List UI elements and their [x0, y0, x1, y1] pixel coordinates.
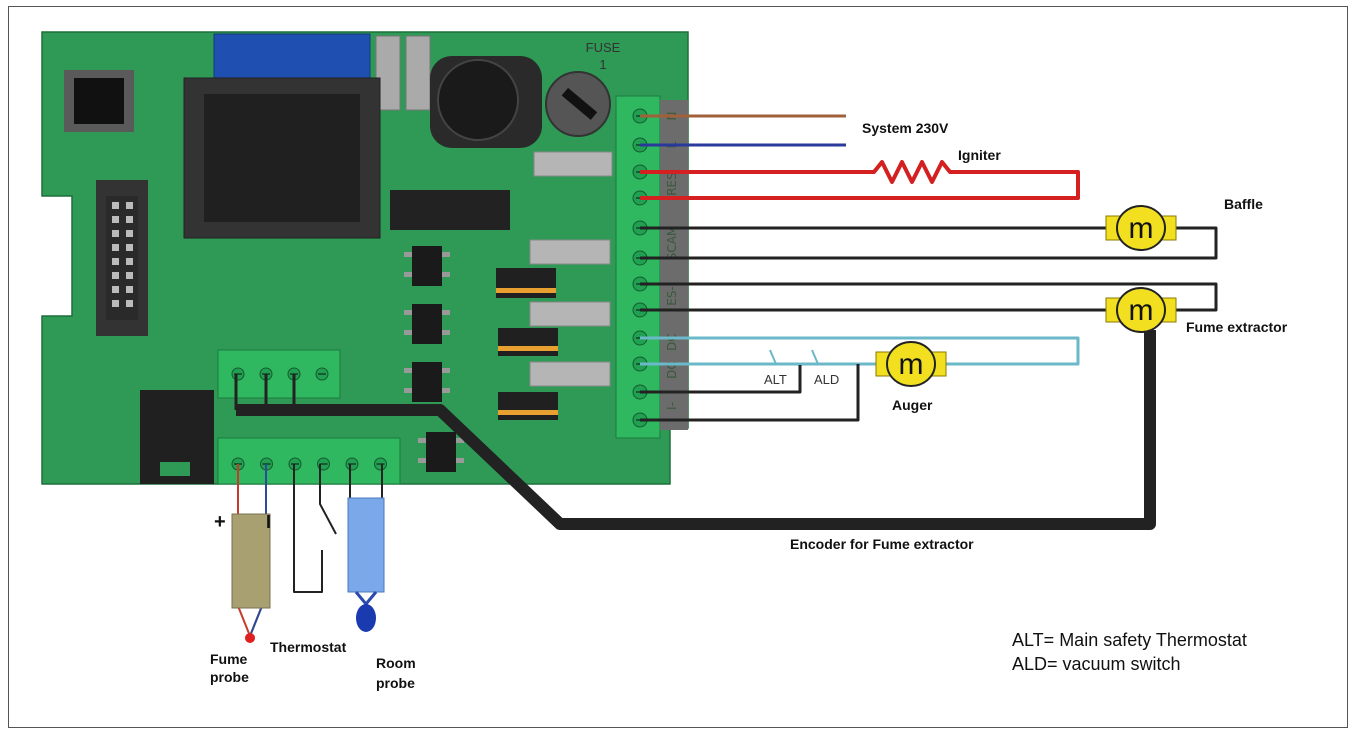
optocoupler-4 [418, 432, 464, 472]
optocoupler-3 [404, 362, 450, 402]
ribbon-header [96, 180, 148, 336]
header-pin [112, 202, 119, 209]
grey-component-3 [529, 301, 611, 327]
blue-relay [213, 33, 371, 79]
motor-fume-symbol: m [1129, 294, 1154, 327]
label-fume-probe-1: Fume [210, 651, 248, 667]
wire-fume-probe-tips [237, 605, 263, 637]
room-probe [347, 497, 385, 632]
header-pins [112, 202, 133, 307]
label-plus: + [214, 511, 226, 533]
header-pin [112, 230, 119, 237]
label-room-probe-1: Room [376, 655, 416, 671]
motor-auger-symbol: m [899, 348, 924, 381]
wire-alt-switch [640, 364, 802, 394]
header-pin [112, 272, 119, 279]
label-ald: ALD [814, 372, 839, 387]
ald-switch-contact [810, 349, 846, 365]
grey-component-2 [529, 239, 611, 265]
header-pin [126, 272, 133, 279]
label-auger: Auger [892, 397, 933, 413]
header-pin [126, 300, 133, 307]
motor-baffle: m [1105, 205, 1177, 251]
grey-component-4 [529, 361, 611, 387]
resistor-vertical-2 [405, 35, 431, 111]
header-pin [126, 286, 133, 293]
terminal-code: ES- [665, 286, 679, 306]
header-pin [126, 202, 133, 209]
terminal-code: SCAM [665, 226, 679, 261]
wire-tb4-drop [234, 374, 296, 410]
label-fume-probe-2: probe [210, 669, 249, 685]
wire-room-probe [349, 464, 383, 500]
header-pin [112, 216, 119, 223]
label-alt: ALT [764, 372, 787, 387]
alt-switch-contact [768, 349, 806, 365]
fume-probe [231, 513, 271, 643]
wire-auger-cyan [640, 336, 1080, 366]
header-pin [126, 230, 133, 237]
label-system-power: System 230V [862, 120, 949, 136]
label-fume-extractor: Fume extractor [1186, 319, 1288, 335]
grey-component-1 [533, 151, 613, 177]
header-pin [126, 258, 133, 265]
header-pin [126, 216, 133, 223]
terminal-code: DC [665, 361, 679, 379]
terminal-code: DC [665, 333, 679, 351]
wire-baffle-loop [640, 226, 1218, 260]
terminal-code: RES [665, 172, 679, 196]
motor-baffle-symbol: m [1129, 212, 1154, 245]
fuse-holder [545, 71, 611, 137]
legend-line-1: ALT= Main safety Thermostat [1012, 630, 1247, 650]
header-pin [112, 300, 119, 307]
fuse-label: FUSE [586, 40, 621, 55]
diagram-frame [8, 6, 1348, 728]
wire-fume-extractor [640, 282, 1218, 312]
control-board: FUSE 1 [41, 31, 689, 485]
optocoupler-1 [404, 246, 450, 286]
legend-line-2: ALD= vacuum switch [1012, 654, 1181, 674]
label-minus: I [266, 512, 271, 532]
label-igniter: Igniter [958, 147, 1001, 163]
header-pin [112, 258, 119, 265]
header-pin [112, 286, 119, 293]
fuse-number: 1 [599, 57, 606, 72]
wire-igniter [640, 160, 1080, 200]
wire-encoder [236, 330, 1156, 530]
header-pin [126, 244, 133, 251]
motor-auger: m [875, 341, 947, 387]
wire-ald-switch [640, 364, 860, 422]
motor-fume-extractor: m [1105, 287, 1177, 333]
optocoupler-2 [404, 304, 450, 344]
terminal-code: I- [665, 402, 679, 410]
label-encoder: Encoder for Fume extractor [790, 536, 974, 552]
label-baffle: Baffle [1224, 196, 1263, 212]
capacitor-2 [498, 328, 558, 356]
wire-thermostat [293, 464, 337, 593]
capacitor-3 [498, 392, 558, 420]
wiring [234, 114, 1218, 637]
terminal-block-4pin [217, 349, 341, 399]
label-room-probe-2: probe [376, 675, 415, 691]
label-thermostat: Thermostat [270, 639, 347, 655]
header-pin [112, 244, 119, 251]
terminal-block-6pin [217, 437, 401, 485]
capacitor-1 [496, 268, 556, 298]
black-module [390, 190, 510, 230]
